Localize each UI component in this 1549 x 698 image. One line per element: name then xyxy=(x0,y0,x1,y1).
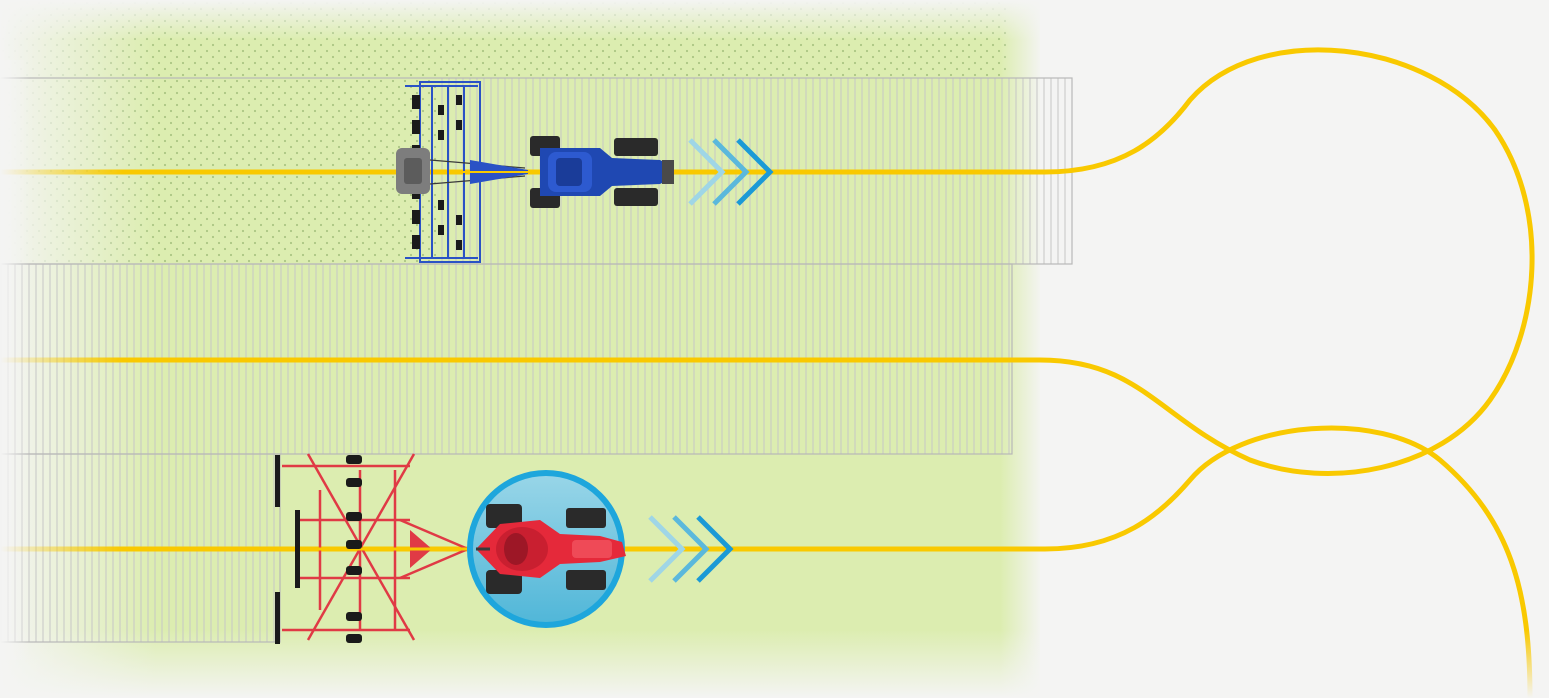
blue-machine xyxy=(396,81,774,263)
guidance-line-row-1 xyxy=(0,47,1535,476)
seed-drill-icon xyxy=(396,81,528,263)
blue-tractor-icon xyxy=(530,136,674,208)
red-tractor-icon xyxy=(476,504,626,594)
chevron-right-icon xyxy=(688,138,774,206)
guidance-line-row-2 xyxy=(0,425,1533,698)
red-machine xyxy=(275,453,734,644)
guidance-line-fade-bottom xyxy=(1500,630,1549,698)
cultivator-icon xyxy=(275,453,469,644)
guidance-lines xyxy=(0,47,1549,698)
chevron-right-icon xyxy=(648,515,734,583)
